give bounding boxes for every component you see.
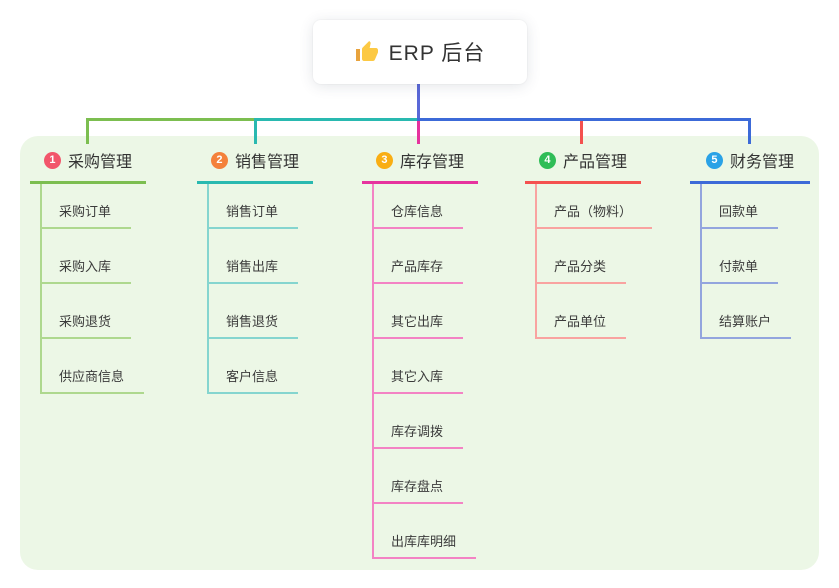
- connector-drop-product: [580, 121, 583, 144]
- branch-children-sales: 销售订单 销售出库 销售退货 客户信息: [207, 184, 313, 394]
- child-label[interactable]: 回款单: [702, 201, 779, 229]
- connector-drop-finance: [748, 118, 751, 144]
- child-node: 采购退货: [42, 284, 146, 339]
- branch-children-inventory: 仓库信息 产品库存 其它出库 其它入库 库存调拨 库存盘点 出库库明细: [372, 184, 478, 559]
- child-label[interactable]: 产品单位: [537, 311, 627, 339]
- child-label[interactable]: 付款单: [702, 256, 779, 284]
- branch-title: 销售管理: [234, 154, 299, 171]
- child-node: 销售订单: [209, 184, 313, 229]
- branch-header-finance[interactable]: 5 财务管理: [690, 148, 810, 184]
- branch-header-sales[interactable]: 2 销售管理: [197, 148, 313, 184]
- child-node: 供应商信息: [42, 339, 146, 394]
- child-node: 产品库存: [374, 229, 478, 284]
- connector-trunk-finance: [417, 118, 751, 121]
- branch-sales: 2 销售管理 销售订单 销售出库 销售退货 客户信息: [197, 148, 313, 394]
- branch-number-badge: 3: [375, 151, 393, 169]
- connector-root-stem: [417, 84, 420, 121]
- child-label[interactable]: 出库库明细: [374, 531, 477, 559]
- branch-product: 4 产品管理 产品（物料） 产品分类 产品单位: [525, 148, 653, 339]
- child-node: 产品分类: [537, 229, 641, 284]
- child-label[interactable]: 采购订单: [42, 201, 132, 229]
- connector-trunk-sales: [254, 118, 419, 121]
- child-label[interactable]: 产品库存: [374, 256, 464, 284]
- child-node: 其它入库: [374, 339, 478, 394]
- child-label[interactable]: 供应商信息: [42, 366, 145, 394]
- connector-trunk-purchase: [86, 118, 254, 121]
- child-node: 其它出库: [374, 284, 478, 339]
- connector-drop-sales: [254, 118, 257, 144]
- branch-title: 产品管理: [562, 154, 627, 171]
- child-label[interactable]: 库存调拨: [374, 421, 464, 449]
- branch-title: 采购管理: [67, 154, 132, 171]
- child-node: 仓库信息: [374, 184, 478, 229]
- branch-header-inventory[interactable]: 3 库存管理: [362, 148, 478, 184]
- branch-title: 库存管理: [399, 154, 464, 171]
- child-label[interactable]: 销售出库: [209, 256, 299, 284]
- branch-number-badge: 2: [210, 151, 228, 169]
- child-label[interactable]: 其它出库: [374, 311, 464, 339]
- connector-drop-inventory: [417, 121, 420, 144]
- branch-header-purchase[interactable]: 1 采购管理: [30, 148, 146, 184]
- child-node: 回款单: [702, 184, 810, 229]
- child-node: 库存盘点: [374, 449, 478, 504]
- child-node: 出库库明细: [374, 504, 478, 559]
- child-label[interactable]: 产品（物料）: [537, 201, 653, 229]
- branch-number-badge: 1: [43, 151, 61, 169]
- branch-number-badge: 5: [705, 151, 723, 169]
- child-label[interactable]: 采购入库: [42, 256, 132, 284]
- child-label[interactable]: 结算账户: [702, 311, 792, 339]
- branches-panel: [20, 136, 819, 570]
- child-node: 客户信息: [209, 339, 313, 394]
- root-title: ERP 后台: [388, 42, 486, 65]
- branch-children-product: 产品（物料） 产品分类 产品单位: [535, 184, 653, 339]
- child-node: 销售出库: [209, 229, 313, 284]
- child-node: 付款单: [702, 229, 810, 284]
- child-node: 产品单位: [537, 284, 641, 339]
- child-node: 销售退货: [209, 284, 313, 339]
- branch-header-product[interactable]: 4 产品管理: [525, 148, 641, 184]
- connector-drop-purchase: [86, 118, 89, 144]
- branch-children-finance: 回款单 付款单 结算账户: [700, 184, 810, 339]
- branch-children-purchase: 采购订单 采购入库 采购退货 供应商信息: [40, 184, 146, 394]
- child-label[interactable]: 其它入库: [374, 366, 464, 394]
- branch-title: 财务管理: [729, 154, 794, 171]
- child-label[interactable]: 销售退货: [209, 311, 299, 339]
- child-label[interactable]: 客户信息: [209, 366, 299, 394]
- child-label[interactable]: 销售订单: [209, 201, 299, 229]
- child-node: 产品（物料）: [537, 184, 653, 229]
- child-label[interactable]: 仓库信息: [374, 201, 464, 229]
- branch-purchase: 1 采购管理 采购订单 采购入库 采购退货 供应商信息: [30, 148, 146, 394]
- child-label[interactable]: 采购退货: [42, 311, 132, 339]
- branch-finance: 5 财务管理 回款单 付款单 结算账户: [690, 148, 810, 339]
- branch-number-badge: 4: [538, 151, 556, 169]
- branch-inventory: 3 库存管理 仓库信息 产品库存 其它出库 其它入库 库存调拨 库存盘点 出库库…: [362, 148, 478, 559]
- child-label[interactable]: 库存盘点: [374, 476, 464, 504]
- child-label[interactable]: 产品分类: [537, 256, 627, 284]
- child-node: 结算账户: [702, 284, 810, 339]
- root-node-erp[interactable]: ERP 后台: [313, 20, 527, 84]
- child-node: 库存调拨: [374, 394, 478, 449]
- child-node: 采购订单: [42, 184, 146, 229]
- child-node: 采购入库: [42, 229, 146, 284]
- thumbs-up-icon: [355, 41, 378, 61]
